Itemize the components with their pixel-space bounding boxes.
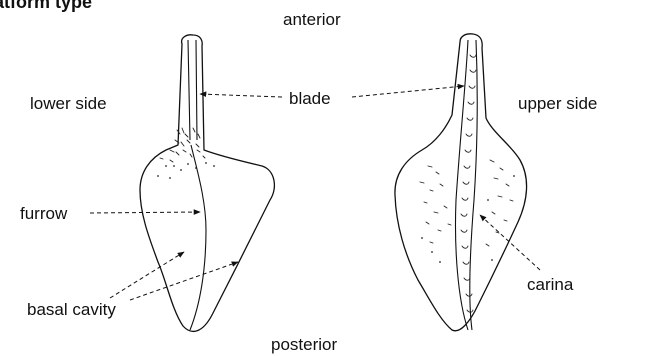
label-upper-side: upper side	[518, 94, 597, 113]
label-carina: carina	[527, 275, 574, 294]
lower-side-outline	[140, 35, 274, 332]
lower-side-texture	[157, 128, 215, 179]
diagram-title: atform type	[0, 0, 92, 12]
label-anterior: anterior	[283, 10, 341, 29]
upper-side-outline	[395, 34, 527, 331]
label-posterior: posterior	[271, 335, 337, 354]
carina-leader	[480, 215, 540, 270]
label-basal-cavity: basal cavity	[27, 300, 116, 319]
label-lower-side: lower side	[30, 94, 107, 113]
upper-side-specimen	[395, 34, 527, 331]
furrow-leader	[90, 212, 200, 213]
basal-cavity-leader-1	[110, 252, 184, 298]
lower-side-specimen	[140, 35, 274, 332]
blade-leader-right	[352, 86, 464, 97]
lower-side-blade-groove	[188, 40, 197, 140]
label-furrow: furrow	[20, 204, 68, 223]
label-blade: blade	[289, 89, 331, 108]
blade-leader-left	[200, 94, 282, 97]
lower-side-furrow-line	[190, 145, 206, 330]
carina-ridge-line	[456, 40, 478, 330]
carina-denticles	[461, 55, 476, 312]
